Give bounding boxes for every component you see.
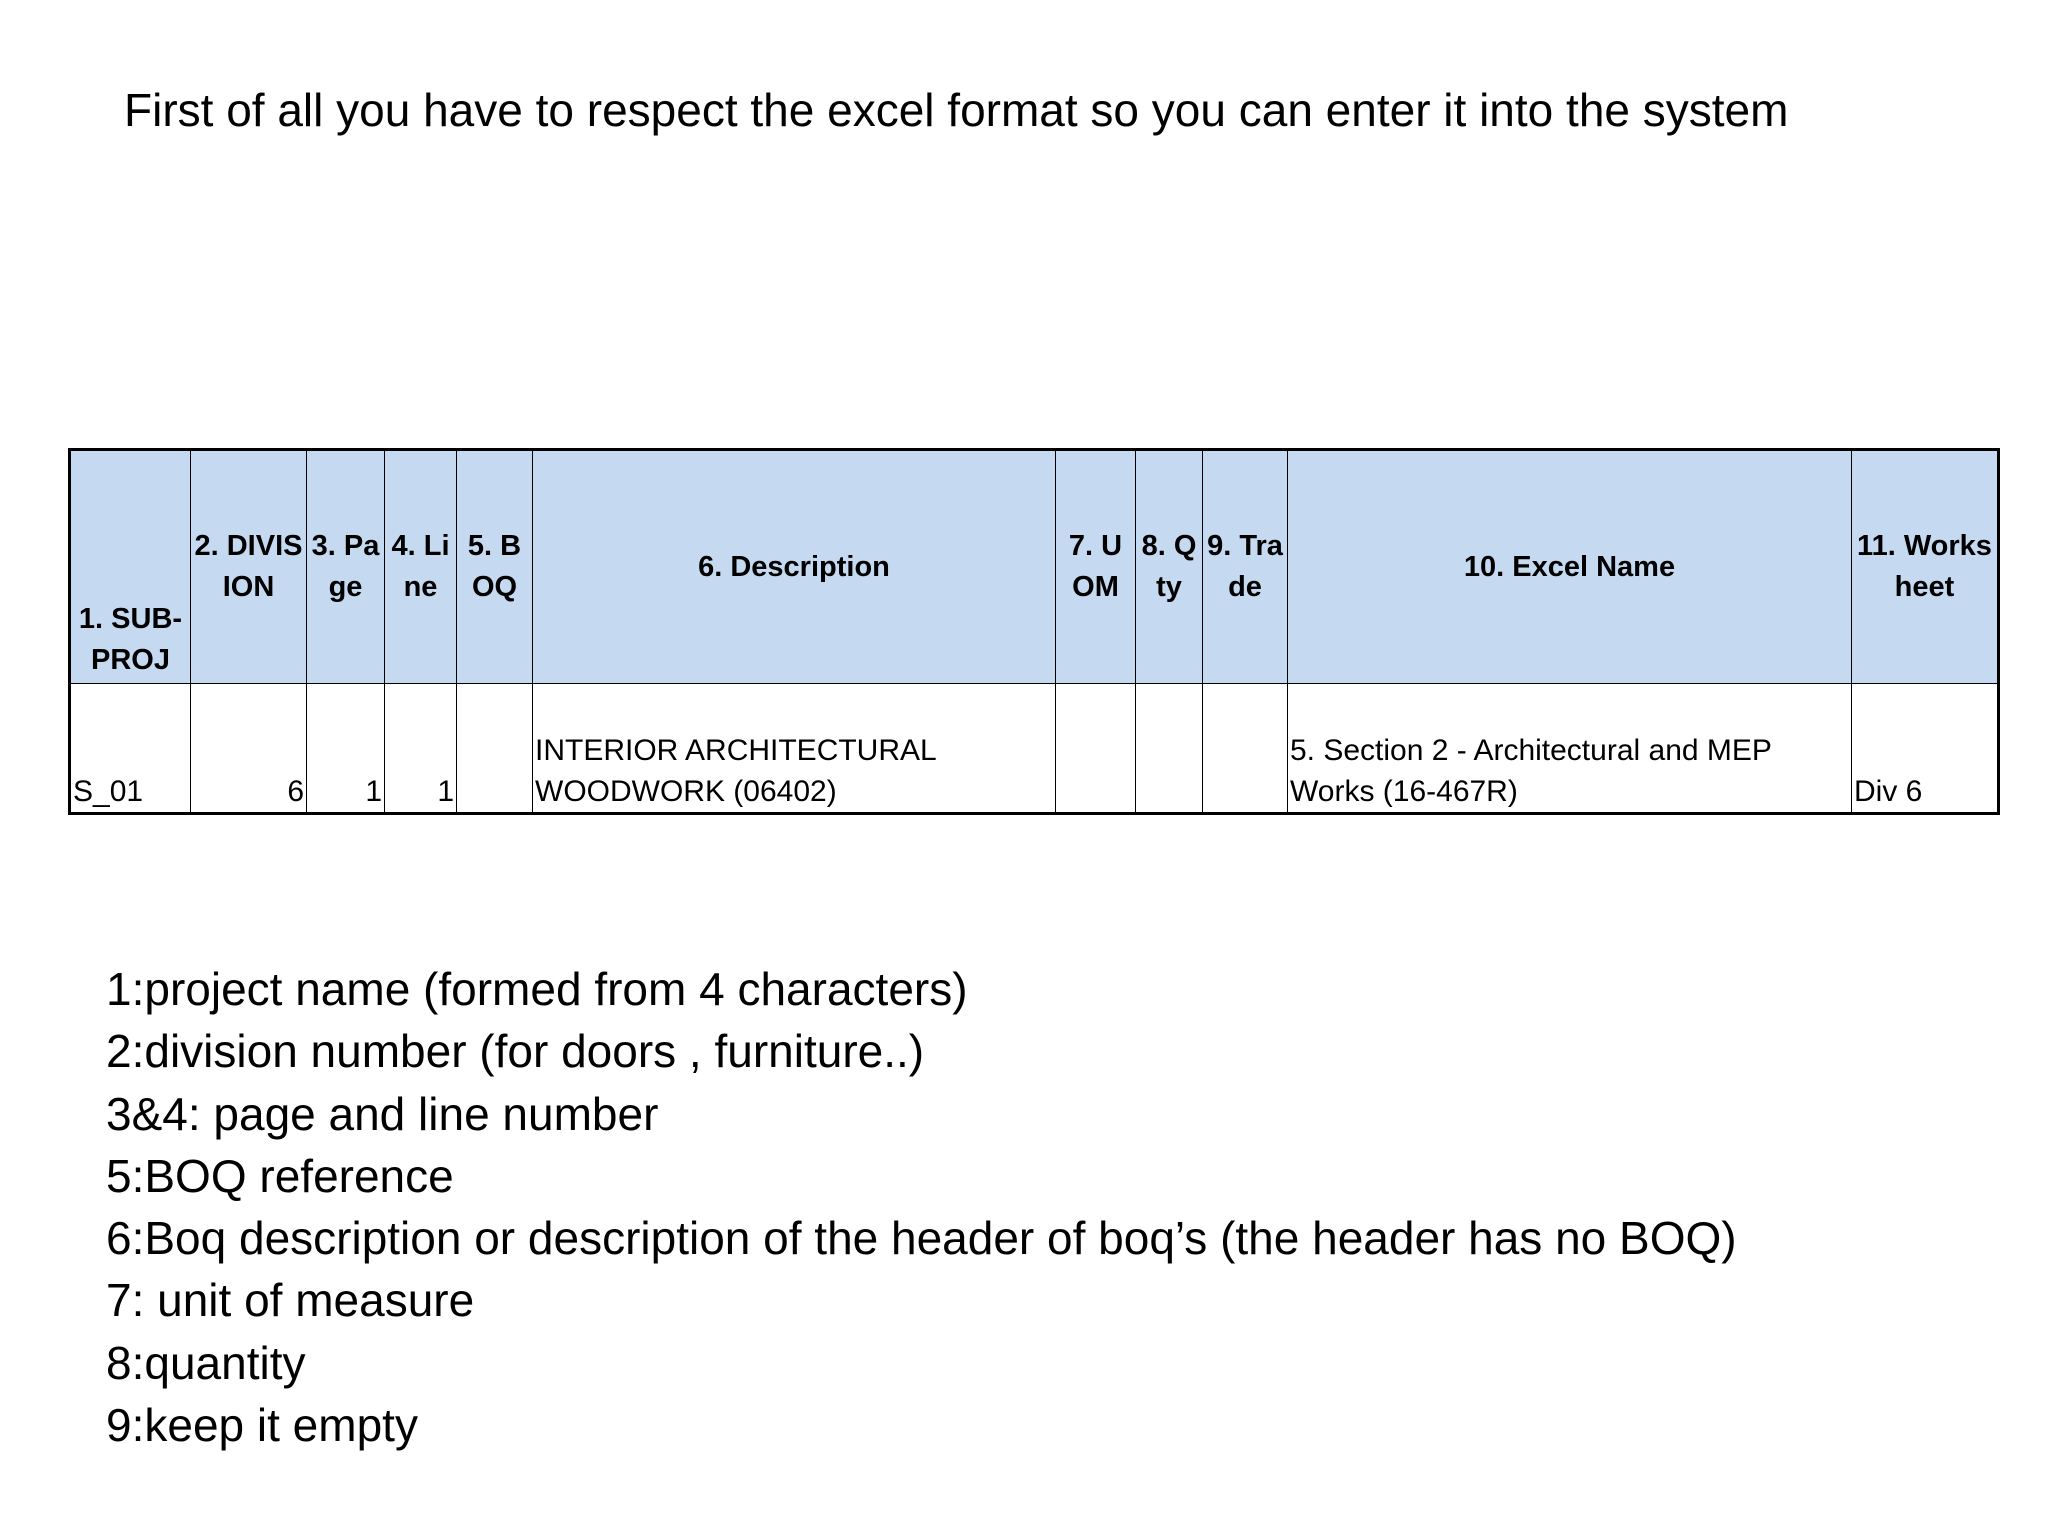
note-item: 1:project name (formed from 4 characters…: [106, 963, 968, 1015]
page-title: First of all you have to respect the exc…: [124, 84, 1789, 136]
column-notes: 1:project name (formed from 4 characters…: [106, 958, 1737, 1456]
header-excel-name: 10. Excel Name: [1287, 449, 1852, 684]
cell-worksheet: Div 6: [1851, 683, 1999, 814]
note-item: 5:BOQ reference: [106, 1149, 454, 1202]
note-item: 3&4: page and line number: [106, 1087, 659, 1140]
header-row: 1. SUB-PROJ 2. DIVISION 3. Page 4. Line …: [69, 449, 1999, 684]
note-item: 2:division number (for doors , furniture…: [106, 1025, 925, 1078]
header-line: 4. Line: [384, 449, 457, 684]
note-item: 9:keep it empty: [106, 1399, 418, 1452]
note-item: 7: unit of measure: [106, 1274, 475, 1327]
header-boq: 5. BOQ: [456, 449, 533, 684]
header-division: 2. DIVISION: [190, 449, 307, 684]
cell-sub-proj: S_01: [69, 683, 191, 814]
header-worksheet: 11. Worksheet: [1851, 449, 1999, 684]
cell-division: 6: [190, 683, 307, 814]
table-row: S_01 6 1 1 INTERIOR ARCHITECTURAL WOODWO…: [69, 683, 1999, 814]
note-item: 6:Boq description or description of the …: [106, 1212, 1737, 1265]
note-item: 8:quantity: [106, 1336, 306, 1389]
cell-qty: [1135, 683, 1203, 814]
excel-format-table: 1. SUB-PROJ 2. DIVISION 3. Page 4. Line …: [68, 448, 2000, 815]
header-qty: 8. Qty: [1135, 449, 1203, 684]
header-description: 6. Description: [532, 449, 1056, 684]
header-page: 3. Page: [306, 449, 385, 684]
header-sub-proj: 1. SUB-PROJ: [69, 449, 191, 684]
header-trade: 9. Trade: [1202, 449, 1288, 684]
cell-line: 1: [384, 683, 457, 814]
cell-uom: [1055, 683, 1136, 814]
cell-boq: [456, 683, 533, 814]
cell-excel-name: 5. Section 2 - Architectural and MEP Wor…: [1287, 683, 1852, 814]
cell-description: INTERIOR ARCHITECTURAL WOODWORK (06402): [532, 683, 1056, 814]
header-uom: 7. UOM: [1055, 449, 1136, 684]
cell-trade: [1202, 683, 1288, 814]
cell-page: 1: [306, 683, 385, 814]
